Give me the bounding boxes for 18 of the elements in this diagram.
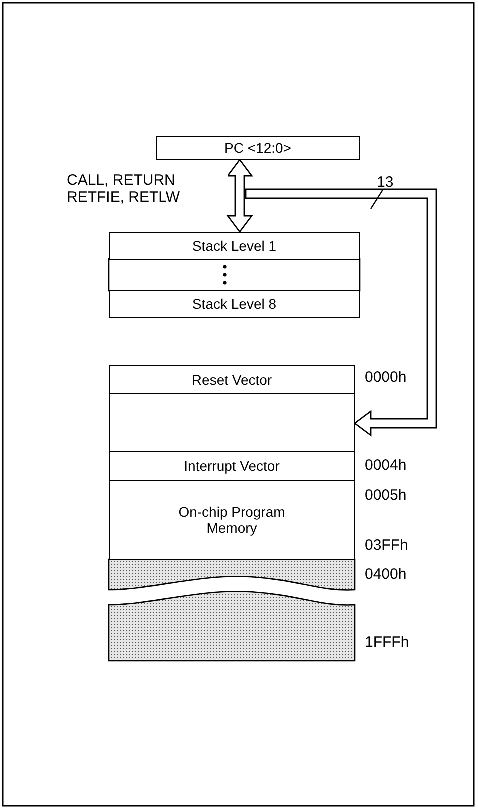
address-label: 0004h [365,458,407,474]
memory-row: Interrupt Vector [109,451,355,481]
unimplemented-memory-region [108,558,356,591]
memory-row [109,393,355,452]
bidirectional-bus-arrow [226,158,254,234]
address-label: 0005h [365,488,407,504]
stack-level-box: Stack Level 8 [109,290,360,318]
address-label: 13 [377,175,394,191]
address-label: 0000h [365,370,407,386]
address-label: 1FFFh [365,635,410,651]
address-label: 03FFh [365,538,408,554]
address-label: 0400h [365,567,407,583]
stack-level-box: Stack Level 1 [109,232,360,260]
edge-label: CALL, RETURN RETFIE, RETLW [66,172,228,206]
bus-arrow [245,188,438,437]
register-box: PC <12:0> [156,136,360,160]
memory-block: On-chip Program Memory [109,480,355,560]
memory-row: Reset Vector [109,365,355,394]
